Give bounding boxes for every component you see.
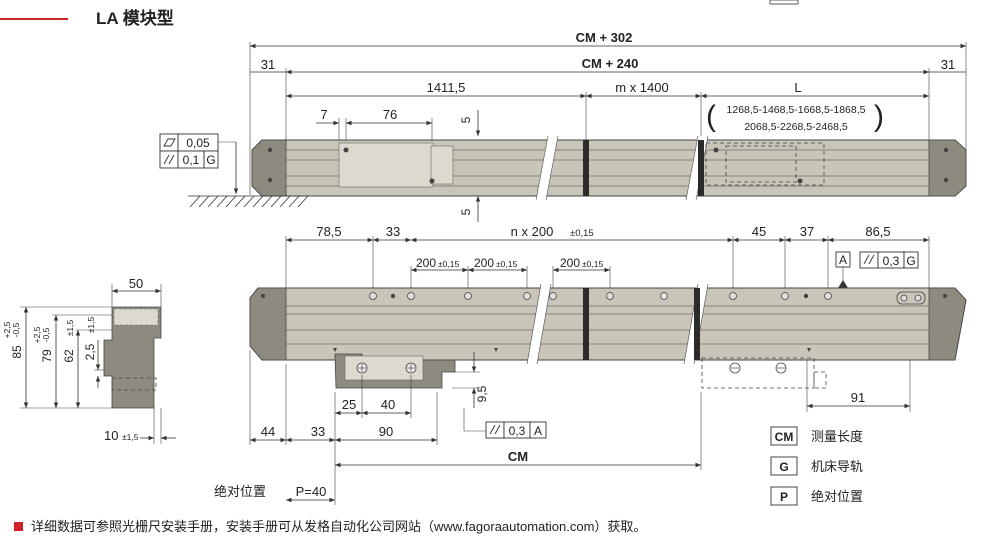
dim-79: 79 — [40, 349, 54, 363]
dim-85: 85 — [10, 345, 24, 359]
tol-flatness-value: 0,05 — [186, 136, 210, 150]
tol-top-ref: G — [906, 254, 915, 268]
dim-10-tol: ±1,5 — [122, 432, 139, 442]
dim-62-tol: ±1,5 — [65, 319, 75, 336]
hatch-line — [198, 195, 210, 208]
hatch-line — [270, 195, 282, 208]
datum-a-label: A — [839, 253, 847, 267]
top-view-scale-body — [251, 135, 967, 201]
footer-bullet — [14, 522, 23, 531]
dim-5-bottom: 5 — [459, 208, 473, 215]
dim-1411-5: 1411,5 — [427, 80, 466, 95]
legend-label-g: 机床导轨 — [811, 459, 863, 474]
legend-label-cm: 测量长度 — [811, 429, 863, 444]
hatch-line — [243, 195, 255, 208]
dim-200-c: 200 — [560, 256, 580, 270]
dim-7: 7 — [320, 107, 327, 122]
dim-78-5: 78,5 — [316, 224, 341, 239]
bottom-view-lower-dimensions: 44 33 90 25 40 9,5 CM 91 绝对位置 P=40 — [214, 350, 911, 505]
l-values-line2: 2068,5-2268,5-2468,5 — [744, 121, 847, 133]
dim-left-31: 31 — [261, 57, 275, 72]
dim-79-tol-minus: -0,5 — [41, 327, 51, 342]
dim-91: 91 — [851, 390, 865, 405]
legend-code-g: G — [779, 460, 788, 474]
dim-33-bottom: 33 — [311, 424, 325, 439]
legend-code-p: P — [780, 490, 788, 504]
hatch-line — [234, 195, 246, 208]
dim-62: 62 — [62, 349, 76, 363]
dim-9-5: 9,5 — [475, 385, 489, 402]
dim-90: 90 — [379, 424, 393, 439]
legend-label-p: 绝对位置 — [811, 489, 863, 504]
hatch-line — [207, 195, 219, 208]
hatch-line — [279, 195, 291, 208]
dim-44: 44 — [261, 424, 275, 439]
dim-m-x-1400: m x 1400 — [615, 80, 668, 95]
datum-tolerance-top: A 0,3 G — [835, 251, 919, 288]
hatch-line — [189, 195, 201, 208]
l-values-line1: 1268,5-1468,5-1668,5-1868,5 — [727, 104, 866, 116]
dim-L: L — [794, 80, 801, 95]
dim-2-5: 2,5 — [83, 343, 97, 360]
absolute-position-label: 绝对位置 — [214, 484, 266, 499]
dim-85-tol-minus: -0,5 — [11, 322, 21, 337]
dim-p-40: P=40 — [296, 484, 327, 499]
paren-left: ( — [706, 100, 716, 133]
hatch-line — [297, 195, 309, 208]
tolerance-frames-top: 0,05 0,1 G — [159, 133, 239, 194]
dim-37: 37 — [800, 224, 814, 239]
hatch-line — [225, 195, 237, 208]
dim-45: 45 — [752, 224, 766, 239]
footer-note: 详细数据可参照光栅尺安装手册，安装手册可从发格自动化公司网站（www.fagor… — [31, 519, 646, 534]
tol-parallel-value: 0,1 — [183, 153, 200, 167]
clipped-box — [769, 0, 799, 5]
dim-n-x-200-tol: ±0,15 — [570, 228, 594, 239]
page-title: LA 模块型 — [96, 8, 174, 28]
dim-200-c-tol: ±0,15 — [582, 259, 603, 269]
tol-bottom-value: 0,3 — [509, 424, 526, 438]
parallelism-icon — [863, 254, 875, 265]
hatch-line — [288, 195, 300, 208]
dim-79-tol-plus: +2,5 — [32, 326, 42, 343]
hatch-line — [252, 195, 264, 208]
tolerance-frame-bottom: 0,3 A — [463, 408, 547, 439]
tol-bottom-ref: A — [534, 424, 542, 438]
dim-200-b-tol: ±0,15 — [496, 259, 517, 269]
dim-cm-302: CM + 302 — [576, 30, 633, 45]
paren-right: ) — [874, 100, 884, 133]
tol-parallel-ref: G — [206, 153, 215, 167]
dim-40: 40 — [381, 397, 395, 412]
dim-n-x-200: n x 200 — [511, 224, 554, 239]
parallelism-icon — [163, 154, 175, 165]
bottom-view-dimensions: 78,5 33 n x 200 ±0,15 45 37 86,5 200 ±0,… — [285, 224, 930, 292]
dim-right-31: 31 — [941, 57, 955, 72]
dim-33-top: 33 — [386, 224, 400, 239]
dim-86-5: 86,5 — [865, 224, 890, 239]
parallelism-icon — [489, 424, 501, 435]
legend: CM 测量长度 G 机床导轨 P 绝对位置 — [770, 426, 863, 506]
tol-top-value: 0,3 — [883, 254, 900, 268]
flatness-icon — [163, 138, 176, 147]
dim-2-5-tol: ±1,5 — [86, 316, 96, 333]
dim-5-top: 5 — [459, 116, 473, 123]
dim-76: 76 — [383, 107, 397, 122]
legend-code-cm: CM — [775, 430, 794, 444]
dim-25-bottom: 25 — [342, 397, 356, 412]
ground-hatch — [188, 195, 309, 208]
hatch-line — [261, 195, 273, 208]
dim-85-tol-plus: +2,5 — [2, 321, 12, 338]
dim-200-a-tol: ±0,15 — [438, 259, 459, 269]
dim-200-b: 200 — [474, 256, 494, 270]
hatch-line — [216, 195, 228, 208]
dim-10: 10 — [104, 428, 118, 443]
dim-cm: CM — [508, 449, 528, 464]
bottom-view-scale-body — [249, 283, 967, 389]
dim-200-a: 200 — [416, 256, 436, 270]
dim-cm-240: CM + 240 — [582, 56, 639, 71]
side-view-section: 50 85 +2,5 -0,5 79 +2,5 -0,5 62 ±1,5 2,5… — [2, 276, 176, 444]
dim-50: 50 — [129, 276, 143, 291]
